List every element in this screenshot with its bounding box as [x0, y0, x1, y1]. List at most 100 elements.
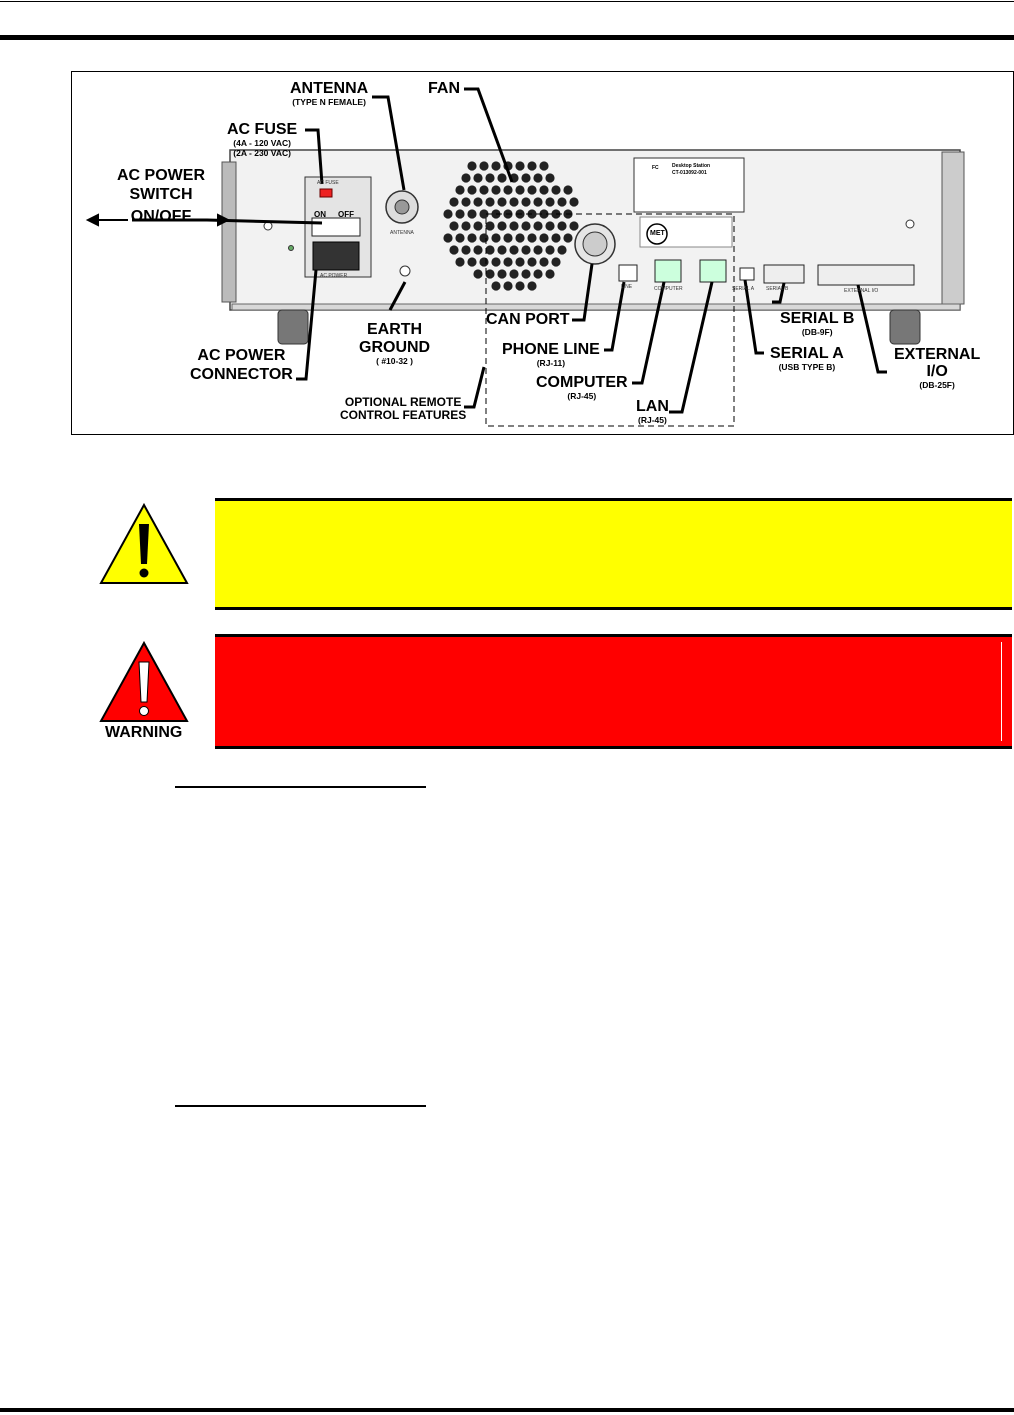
header-thick-rule: [0, 35, 1014, 40]
fan-hole: [545, 221, 555, 231]
callout-can-port: CAN PORT: [486, 312, 570, 328]
screw-left: [263, 221, 273, 231]
fan-hole: [485, 221, 495, 231]
fan-hole: [569, 197, 579, 207]
fan-hole: [533, 221, 543, 231]
led: [288, 245, 294, 251]
right-handle: [941, 151, 965, 305]
warning-box: [215, 634, 1012, 749]
ground-leader: [388, 281, 407, 311]
callout-switch-line3: ON/OFF: [130, 208, 192, 225]
lan-jack: [699, 259, 727, 283]
lan-leader: [669, 281, 714, 414]
callout-external-line1: EXTERNAL: [894, 346, 981, 363]
serial-b-leader: [772, 282, 786, 304]
callout-ground-line1: EARTH: [367, 321, 423, 338]
callout-optional-line1: OPTIONAL REMOTE: [344, 395, 462, 409]
callout-external-sub: (DB-25F): [919, 380, 955, 390]
callout-computer-sub: (RJ-45): [567, 391, 597, 401]
callout-phone-sub: (RJ-11): [536, 358, 566, 368]
fan-hole: [491, 161, 501, 171]
callout-ac-fuse-sub2: (2A - 230 VAC): [233, 147, 291, 158]
fan-hole: [455, 233, 465, 243]
fan-hole: [527, 257, 537, 267]
fan-hole: [497, 221, 507, 231]
panel-on-text: ON: [314, 210, 326, 219]
callout-ac-power-switch: AC POWER SWITCH ON/OFF: [117, 168, 205, 225]
fan-hole: [473, 245, 483, 255]
fan-hole: [527, 185, 537, 195]
fan-hole: [485, 197, 495, 207]
panel-fcc-title: Desktop Station: [672, 163, 711, 169]
power-inlet: [312, 241, 360, 271]
callout-antenna-label: ANTENNA: [290, 80, 369, 97]
fuse-leader: [305, 128, 324, 185]
callout-ground-sub: ( #10-32 ): [376, 356, 413, 366]
fan-hole: [557, 197, 567, 207]
fan-hole: [491, 233, 501, 243]
callout-connector-line1: AC POWER: [197, 347, 286, 364]
chassis-base: [231, 303, 961, 311]
fan-hole: [467, 209, 477, 219]
fan-hole: [509, 221, 519, 231]
fan-hole: [527, 281, 537, 291]
callout-can-port-label: CAN PORT: [486, 311, 570, 328]
fan-hole: [509, 197, 519, 207]
fan-hole: [461, 197, 471, 207]
met-logo: [646, 223, 668, 245]
fan-hole: [551, 185, 561, 195]
fan-hole: [473, 221, 483, 231]
fan-hole: [545, 269, 555, 279]
left-handle: [221, 161, 237, 303]
fan-hole: [467, 161, 477, 171]
fan-hole: [545, 245, 555, 255]
fan-hole: [533, 245, 543, 255]
callout-serial-b-sub: (DB-9F): [801, 327, 833, 337]
fan-hole: [509, 245, 519, 255]
connector-leader: [296, 269, 318, 381]
rear-panel-drawing: [85, 87, 965, 427]
fan-hole: [443, 209, 453, 219]
fan-hole: [485, 245, 495, 255]
optional-remote-region: [485, 213, 735, 427]
callout-ac-power-connector: AC POWER CONNECTOR: [190, 348, 293, 383]
fan-hole: [527, 161, 537, 171]
callout-external-io: EXTERNAL I/O (DB-25F): [894, 347, 980, 390]
callout-lan: LAN (RJ-45): [636, 399, 669, 425]
fan-hole: [521, 245, 531, 255]
fan-hole: [455, 209, 465, 219]
screw-right: [905, 219, 915, 229]
db9-port: [763, 264, 805, 284]
callout-phone-line: PHONE LINE (RJ-11): [502, 342, 600, 368]
callout-fan: FAN: [428, 81, 460, 97]
phone-leader: [604, 281, 626, 352]
fan-hole: [461, 245, 471, 255]
fan-hole: [485, 173, 495, 183]
caution-icon: [99, 502, 189, 584]
fan-hole: [449, 245, 459, 255]
panel-computer-text: COMPUTER: [654, 286, 683, 292]
panel-off-text: OFF: [338, 210, 354, 219]
fan-hole: [515, 185, 525, 195]
callout-serial-b-label: SERIAL B: [780, 310, 855, 327]
warning-inner-border: [215, 642, 1002, 741]
callout-connector-line2: CONNECTOR: [190, 366, 293, 383]
panel-fcc-part: CT-013092-001: [672, 170, 707, 176]
panel-serial-a-text: SERIAL A: [732, 286, 755, 292]
callout-antenna-sub: (TYPE N FEMALE): [292, 97, 366, 107]
left-foot: [277, 309, 309, 345]
fan-hole: [491, 257, 501, 267]
fan-hole: [557, 245, 567, 255]
section-heading-rule-2: [175, 1105, 426, 1107]
fan-hole: [515, 161, 525, 171]
optional-leader: [464, 366, 486, 409]
callout-switch-line1: AC POWER: [117, 167, 205, 184]
fan-hole: [515, 257, 525, 267]
panel-ac-fuse-text: AC FUSE: [317, 180, 339, 186]
fan-hole: [479, 257, 489, 267]
fan-hole: [479, 209, 489, 219]
fan-hole: [443, 233, 453, 243]
warning-label: WARNING: [105, 724, 183, 741]
external-leader: [856, 284, 887, 374]
can-leader: [572, 263, 594, 322]
